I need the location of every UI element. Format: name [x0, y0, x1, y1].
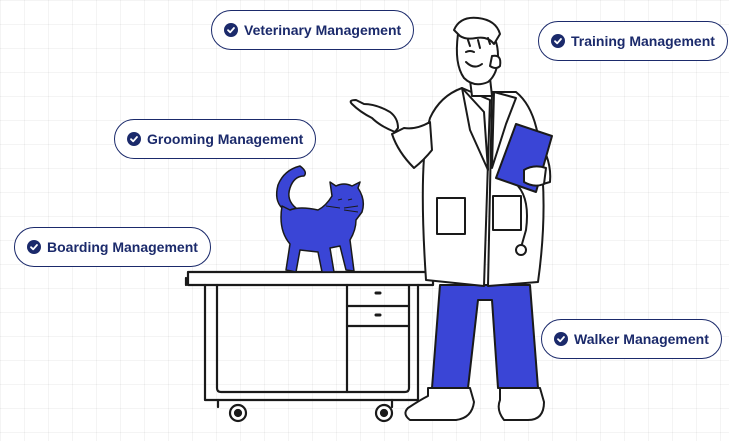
check-circle-icon — [554, 332, 568, 346]
badge-label: Walker Management — [574, 331, 709, 347]
check-circle-icon — [27, 240, 41, 254]
check-circle-icon — [224, 23, 238, 37]
check-circle-icon — [127, 132, 141, 146]
badge-label: Boarding Management — [47, 239, 198, 255]
veterinary-management-badge: Veterinary Management — [211, 10, 415, 50]
exam-table — [184, 270, 435, 423]
veterinarian-figure — [349, 16, 553, 421]
badge-label: Veterinary Management — [244, 22, 402, 38]
boarding-management-badge: Boarding Management — [14, 227, 211, 267]
walker-management-badge: Walker Management — [541, 319, 722, 359]
training-management-badge: Training Management — [538, 21, 728, 61]
badge-label: Grooming Management — [147, 131, 304, 147]
check-circle-icon — [551, 34, 565, 48]
badge-label: Training Management — [571, 33, 715, 49]
grooming-management-badge: Grooming Management — [114, 119, 317, 159]
cat-figure — [275, 165, 365, 273]
